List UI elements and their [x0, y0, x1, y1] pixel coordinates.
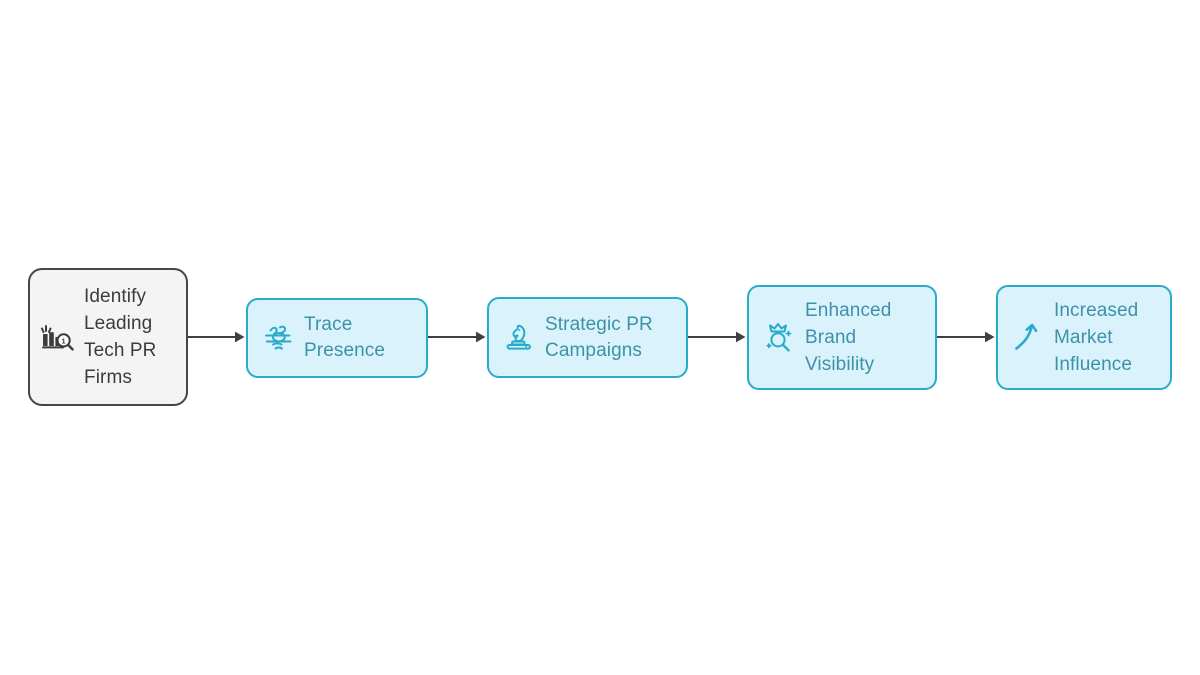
flow-node-trace-presence[interactable]: Trace Presence	[246, 298, 428, 378]
flow-node-label: Identify Leading Tech PR Firms	[84, 286, 157, 388]
flow-node-label: Increased Market Influence	[1054, 300, 1139, 375]
svg-text:1: 1	[62, 336, 66, 345]
flow-node-increased-market-influence[interactable]: Increased Market Influence	[996, 285, 1172, 390]
footprints-icon	[258, 318, 298, 358]
chess-knight-icon	[499, 318, 539, 358]
connector-2	[428, 330, 487, 344]
flow-node-strategic-pr-campaigns[interactable]: Strategic PR Campaigns	[487, 297, 688, 378]
flow-node-label: Strategic PR Campaigns	[545, 313, 653, 361]
connector-4	[937, 330, 996, 344]
connector-3	[688, 330, 747, 344]
growth-arrow-icon	[1008, 318, 1048, 358]
flow-node-identify-leading-tech-pr-firms[interactable]: 1 Identify Leading Tech PR Firms	[28, 268, 188, 406]
flow-node-label: Trace Presence	[304, 314, 386, 361]
connector-1	[188, 330, 246, 344]
bar-chart-magnifier-icon: 1	[38, 317, 78, 357]
flow-node-enhanced-brand-visibility[interactable]: Enhanced Brand Visibility	[747, 285, 937, 390]
flow-node-label: Enhanced Brand Visibility	[805, 300, 892, 375]
crown-magnifier-icon	[759, 318, 799, 358]
